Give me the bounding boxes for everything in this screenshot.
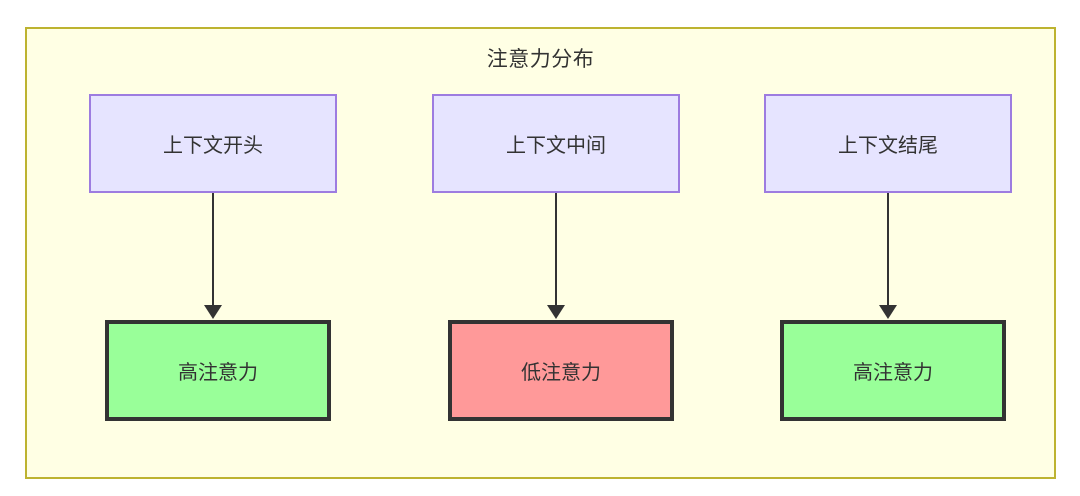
diagram-column-0: 上下文开头 高注意力 [89,29,339,477]
node-label: 高注意力 [178,362,258,384]
node-label: 低注意力 [521,362,601,384]
node-context-start[interactable]: 上下文开头 [89,94,337,193]
node-label: 上下文结尾 [838,135,938,157]
subgraph-title: 注意力分布 [486,48,595,71]
node-result-high-attention-start[interactable]: 高注意力 [105,320,331,421]
diagram-column-1: 上下文中间 低注意力 [432,29,682,477]
node-context-middle[interactable]: 上下文中间 [432,94,680,193]
arrow-head-icon [547,305,565,319]
node-label: 高注意力 [853,362,933,384]
node-result-high-attention-end[interactable]: 高注意力 [780,320,1006,421]
diagram-column-2: 上下文结尾 高注意力 [764,29,1014,477]
arrow-head-icon [204,305,222,319]
arrow-context-end-to-result [879,193,897,319]
node-result-low-attention-middle[interactable]: 低注意力 [448,320,674,421]
node-label: 上下文开头 [163,135,263,157]
node-context-end[interactable]: 上下文结尾 [764,94,1012,193]
arrow-head-icon [879,305,897,319]
attention-distribution-subgraph: 注意力分布 上下文开头 高注意力 上下文中间 低注意力 [25,27,1056,479]
arrow-context-start-to-result [204,193,222,319]
arrow-context-middle-to-result [547,193,565,319]
node-label: 上下文中间 [506,135,606,157]
